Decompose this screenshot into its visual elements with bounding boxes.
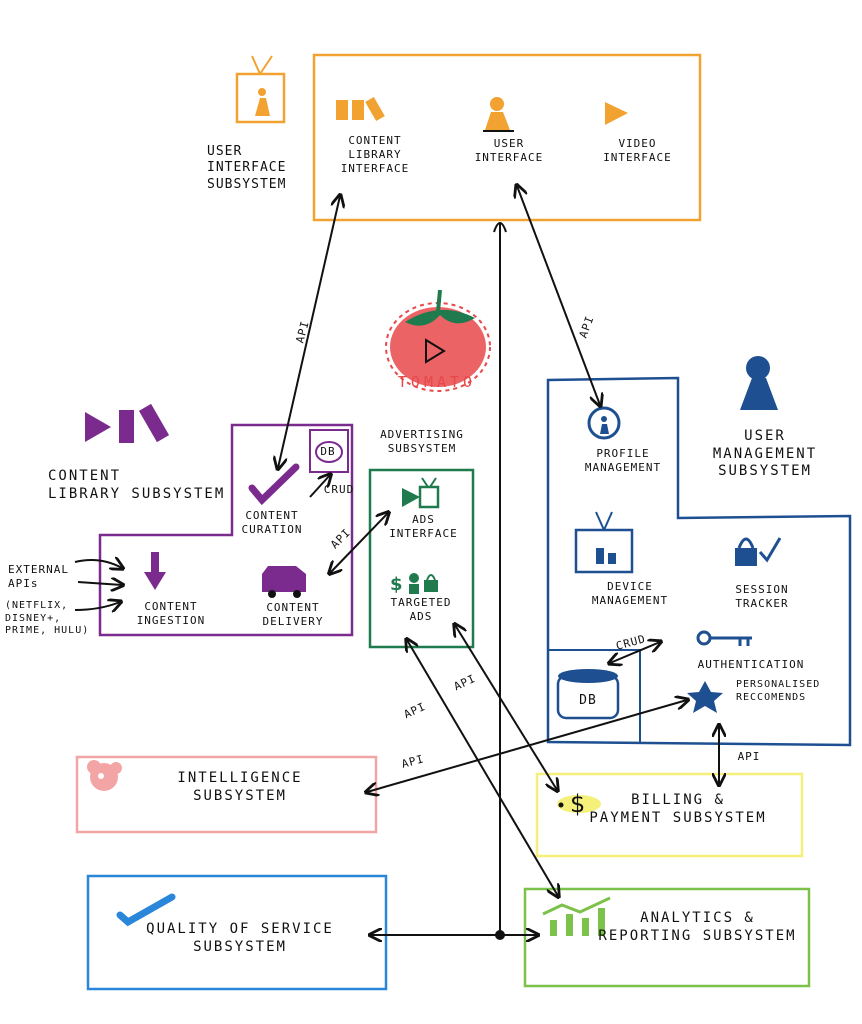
arrow-ads-billing [455,625,557,790]
video-interface-label: VIDEO INTERFACE [603,137,672,164]
device-tv-icon [574,511,634,574]
arrow-external-3 [74,602,120,610]
intelligence-subsystem-title: INTELLIGENCE SUBSYSTEM [177,770,303,804]
authentication-key-icon [696,630,752,646]
content-db-label: DB [320,445,336,458]
video-play-icon [605,102,628,125]
arrow-ui-content [278,196,340,468]
content-curation-label: CONTENT CURATION [241,509,303,536]
authentication-label: AUTHENTICATION [697,658,805,671]
content-crud-label: CRUD [323,483,355,496]
connectors [74,186,719,939]
ads-tv-icon [402,477,440,509]
arrow-ui-user [517,186,600,405]
content-delivery-label: CONTENT DELIVERY [262,601,324,628]
delivery-van-icon [262,566,306,598]
analytics-subsystem-box [523,887,811,988]
arrow-delivery-ads [330,513,388,573]
profile-icon [587,406,621,440]
ui-subsystem-title: USER INTERFACE SUBSYSTEM [207,144,287,192]
content-subsystem-title: CONTENT LIBRARY SUBSYSTEM [48,468,226,502]
session-tracker-label: SESSION TRACKER [735,583,789,610]
arrow-userdb-auth [610,642,660,663]
arrow-external-2 [77,582,122,585]
qos-subsystem-title: QUALITY OF SERVICE SUBSYSTEM [146,921,334,955]
analytics-chart-icon [542,896,611,936]
ui-subsystem-box [312,53,702,222]
qos-check-icon [116,893,176,927]
tomato-logo-text: TOMATO [397,373,477,391]
api-label-billing: API [737,750,761,763]
user-db-label: DB [579,693,597,708]
ads-interface-label: ADS INTERFACE [389,513,458,540]
targeted-ads-label: TARGETED ADS [390,596,452,623]
curation-check-icon [248,463,300,506]
recommend-star-icon [687,681,723,713]
trunk-top [493,222,507,233]
library-icon [336,96,385,122]
device-management-label: DEVICE MANAGEMENT [591,580,669,607]
arrow-external-1 [74,560,122,568]
arrow-intelligence-recommend [367,700,687,792]
user-interface-label: USER INTERFACE [474,137,544,164]
analytics-subsystem-title: ANALYTICS & REPORTING SUBSYSTEM [598,910,797,944]
user-icon [483,97,514,132]
external-apis-label: EXTERNAL APIs [8,563,69,590]
content-library-interface-label: CONTENT LIBRARY INTERFACE [340,134,410,175]
profile-management-label: PROFILE MANAGEMENT [584,447,662,474]
ingestion-arrow-icon [144,552,166,590]
user-subsystem-title: USER MANAGEMENT SUBSYSTEM [712,428,818,479]
content-subsystem-box [98,423,354,637]
ads-subsystem-title: ADVERTISING SUBSYSTEM [380,428,464,455]
billing-subsystem-title: BILLING & PAYMENT SUBSYSTEM [589,792,767,826]
external-providers-label: (NETFLIX, DISNEY+, PRIME, HULU) [5,600,90,636]
content-ingestion-label: CONTENT INGESTION [136,600,206,627]
tomato-logo-icon [385,289,491,392]
targeted-ads-icon: $ [390,573,438,595]
content-library-icon [85,403,170,443]
svg-text:$: $ [390,574,403,595]
session-lock-icon [735,537,782,566]
tv-icon [235,55,286,124]
personalised-recommends-label: PERSONALISED RECCOMENDS [736,679,821,703]
user-person-icon [740,356,778,410]
arrow-ads-analytics [407,640,558,896]
qos-subsystem-box [86,874,388,991]
arrow-curation-db [309,475,330,498]
intelligence-brain-icon [87,760,122,791]
